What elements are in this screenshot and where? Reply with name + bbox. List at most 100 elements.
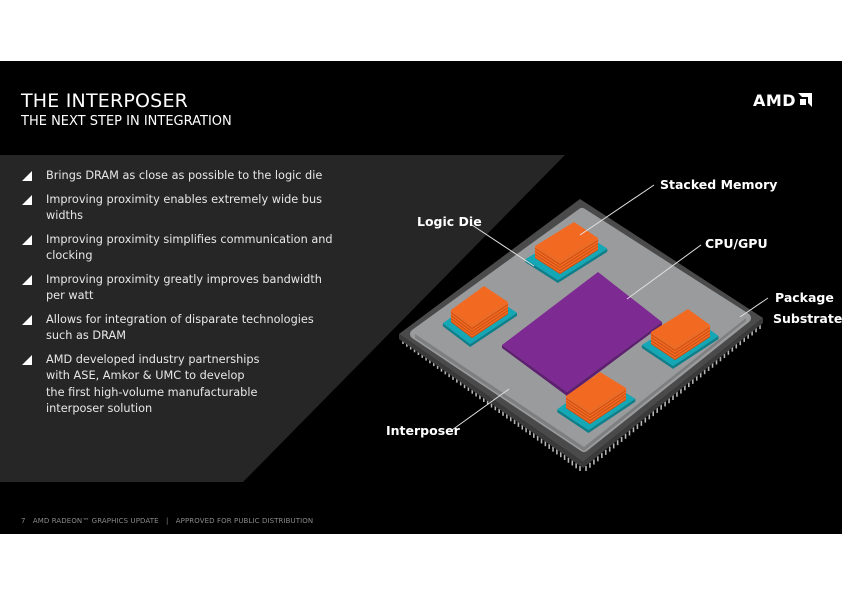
- memory-stack-top-face: [651, 309, 710, 348]
- package-pin: [668, 398, 670, 404]
- logic-die-side: [525, 248, 608, 283]
- label-substrate: Substrate: [773, 311, 842, 326]
- package-pin: [707, 365, 710, 371]
- package-pin: [719, 356, 722, 362]
- memory-layer-line: [565, 390, 627, 416]
- leader-package-substrate: [739, 297, 769, 318]
- package-pin: [632, 427, 635, 433]
- memory-stack-top-face: [535, 222, 598, 262]
- package-pin: [533, 432, 535, 438]
- package-pin: [471, 388, 474, 394]
- package-pin: [612, 443, 615, 449]
- memory-layer-line: [450, 310, 509, 336]
- package-pin: [585, 466, 587, 471]
- package-pin: [755, 327, 757, 333]
- package-pin: [544, 441, 547, 447]
- package-pin: [444, 369, 447, 375]
- memory-layer-line: [534, 246, 599, 272]
- package-pin: [589, 462, 591, 468]
- package-pin: [644, 417, 647, 423]
- package-pin: [559, 452, 562, 458]
- package-pin: [548, 443, 551, 449]
- memory-layer-line: [450, 307, 509, 333]
- package-pin: [747, 333, 749, 339]
- package-pin: [575, 463, 577, 469]
- logic-die-side: [442, 312, 517, 347]
- label-interposer: Interposer: [386, 423, 461, 438]
- logic-die-side: [557, 398, 636, 433]
- package-pin: [529, 430, 531, 436]
- package-pin: [751, 330, 753, 336]
- package-pin: [731, 346, 734, 352]
- package-pin: [699, 372, 702, 378]
- package-pin: [506, 413, 508, 419]
- package-pin: [695, 375, 698, 381]
- package-pin: [567, 457, 570, 463]
- text-panel-background: [0, 155, 565, 482]
- memory-stack-bottom: [557, 372, 636, 433]
- package-pin: [494, 405, 497, 411]
- bullet-item: Improving proximity simplifies communica…: [22, 232, 352, 265]
- package-pin: [620, 436, 623, 442]
- label-cpu-gpu: CPU/GPU: [705, 236, 768, 251]
- package-pin: [440, 366, 443, 372]
- label-stacked-memory: Stacked Memory: [660, 177, 777, 192]
- memory-layer-line: [650, 327, 711, 352]
- memory-stacks: [442, 222, 719, 433]
- amd-arrow-icon: [798, 93, 813, 107]
- logic-die-side: [641, 335, 719, 369]
- package-pin: [735, 343, 738, 349]
- memory-layer-line: [650, 330, 711, 355]
- bullet-text-line: such as DRAM: [46, 329, 126, 342]
- memory-layer-line: [534, 243, 599, 269]
- package-pin: [509, 416, 512, 422]
- package-pin: [552, 446, 554, 452]
- memory-layer-line: [565, 396, 627, 422]
- label-package: Package: [775, 290, 834, 305]
- text-panel-shape: [0, 155, 565, 482]
- memory-stack-left: [442, 286, 517, 347]
- package-pin: [608, 446, 611, 452]
- bullet-text-line: AMD developed industry partnerships: [46, 352, 260, 366]
- bullet-text-line: Brings DRAM as close as possible to the …: [46, 169, 323, 182]
- label-logic-die: Logic Die: [417, 214, 482, 229]
- triangle-bullet-icon: [22, 354, 32, 365]
- package-pin: [579, 466, 581, 471]
- package-pin: [525, 427, 527, 433]
- package-pin: [711, 362, 714, 368]
- bullet-item: Improving proximity enables extremely wi…: [22, 192, 352, 225]
- package-pin: [604, 449, 607, 455]
- memory-layer-line: [450, 304, 509, 330]
- package-pin: [691, 378, 694, 384]
- cpu-gpu-die: [502, 272, 662, 392]
- package-pin: [715, 359, 718, 365]
- bullet-text-line: clocking: [46, 249, 93, 262]
- package-pin: [743, 336, 745, 342]
- package-pin: [432, 361, 435, 367]
- package-pin: [571, 460, 574, 466]
- footer: 7 AMD RADEON™ GRAPHICS UPDATE | APPROVED…: [21, 517, 318, 525]
- bullet-text-line: interposer solution: [46, 402, 153, 415]
- package-pin: [479, 394, 481, 400]
- package-pin: [723, 353, 726, 359]
- package-pin: [680, 388, 682, 394]
- bullet-text-line: Allows for integration of disparate tech…: [46, 312, 314, 326]
- leader-interposer: [451, 388, 510, 431]
- package-pin: [648, 414, 651, 420]
- package-pin: [429, 358, 431, 364]
- amd-logo-text: AMD: [753, 90, 797, 110]
- package-pin: [475, 391, 477, 397]
- bullet-item: Allows for integration of disparate tech…: [22, 312, 352, 345]
- package-pin: [656, 407, 658, 413]
- package-pin: [513, 419, 516, 425]
- bullet-text-line: widths: [46, 209, 84, 222]
- leader-logic-die: [471, 224, 535, 267]
- bullet-text-line: Improving proximity simplifies communica…: [46, 232, 333, 246]
- package-pin: [563, 454, 566, 460]
- package-pin: [676, 391, 678, 397]
- slide-subtitle: THE NEXT STEP IN INTEGRATION: [21, 114, 232, 129]
- memory-stack-right: [641, 309, 719, 369]
- triangle-bullet-icon: [22, 234, 32, 245]
- bullet-list: Brings DRAM as close as possible to the …: [22, 168, 352, 425]
